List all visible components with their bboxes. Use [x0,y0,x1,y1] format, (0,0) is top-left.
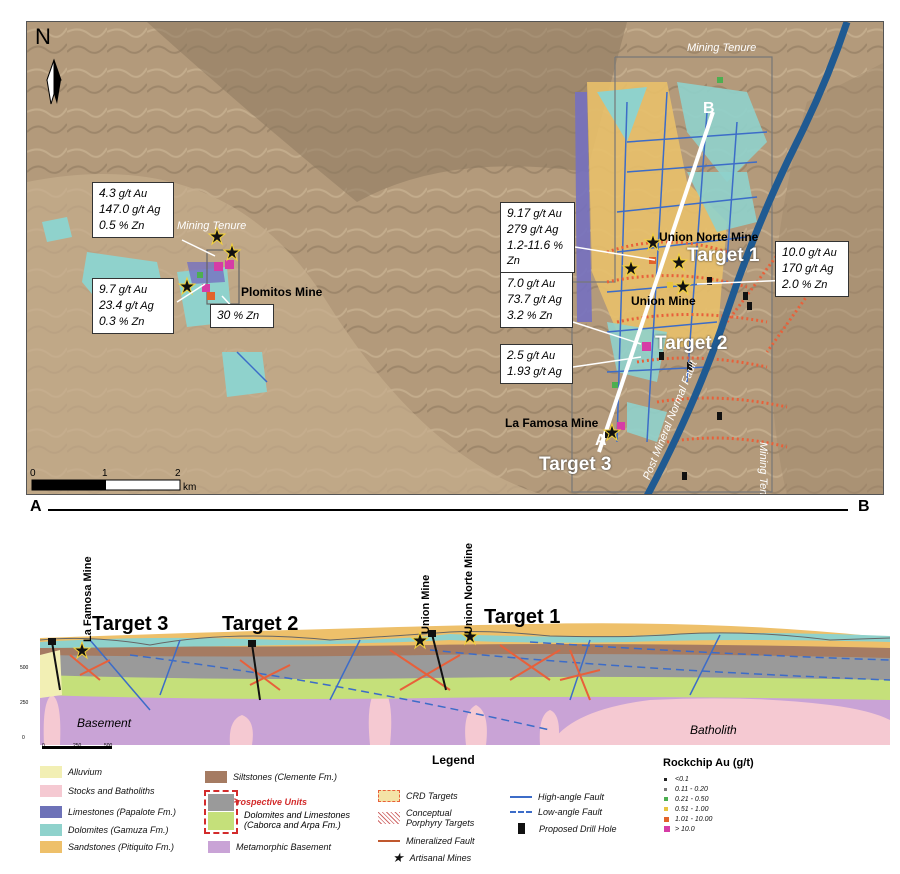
scale-tick-0: 0 [30,468,36,479]
high-angle-fault-icon [510,796,532,798]
basement-label: Basement [77,716,132,730]
section-target-2: Target 2 [222,613,299,635]
map-target-3: Target 3 [539,454,612,475]
legend-unit-metamorphic: Metamorphic Basement [208,841,331,853]
callout-target1: 10.0 g/t Au 170 g/t Ag 2.0 % Zn [775,241,849,297]
plomitos-mine-label: Plomitos Mine [241,285,323,299]
section-vertical-tick-0: 0 [22,735,25,741]
callout-target2-upper: 7.0 g/t Au 73.7 g/t Ag 3.2 % Zn [500,272,573,328]
cross-section [39,623,890,749]
map-scale-bar [31,479,181,491]
legend-unit-dolomites: Dolomites (Gamuza Fm.) [40,824,169,836]
legend-swatch [40,841,62,853]
legend-title: Legend [432,753,475,767]
section-scale-tick-250: 250 [73,743,82,749]
mineralized-fault-icon [378,840,400,842]
section-scale-tick-500: 500 [104,743,113,749]
scale-unit: km [183,482,197,493]
legend-unit-alluvium: Alluvium [40,766,102,778]
callout-plomitos-zn: 30 % Zn [210,304,274,328]
low-angle-fault-icon [510,811,532,813]
map-target-2: Target 2 [655,333,728,354]
scale-tick-2: 2 [175,468,181,479]
tenure-label-plomitos: Mining Tenure [177,220,247,232]
batholith-label: Batholith [690,723,737,737]
section-scale-tick-0: 0 [42,743,45,749]
tenure-label-north: Mining Tenure [687,42,757,54]
section-end-a-label: A [595,432,607,449]
rockchip-swatch [664,787,667,791]
satellite-map[interactable]: N Mining Tenure Mining Tenure Mining Ten… [26,21,884,495]
rockchip-swatch [664,797,668,801]
legend-unit-sandstones: Sandstones (Pitiquito Fm.) [40,841,174,853]
crd-icon [378,790,400,802]
legend-symbol-artisanal: ★ Artisanal Mines [392,850,472,865]
rockchip-swatch [664,807,668,811]
legend-swatch [40,806,62,818]
section-target-3: Target 3 [92,613,169,635]
section-label-a: A [30,498,42,515]
callout-plomitos-upper: 4.3 g/t Au 147.0 g/t Ag 0.5 % Zn [92,182,174,238]
north-label: N [35,24,51,49]
legend-swatch [208,812,234,830]
scale-tick-1: 1 [102,468,108,479]
legend-drill-hole: Proposed Drill Hole [518,823,617,834]
legend-swatch [208,794,234,811]
rockchip-swatch [664,826,670,832]
rockchip-title: Rockchip Au (g/t) [663,757,754,769]
rockchip-classes: <0.1 0.11 - 0.20 0.21 - 0.50 0.51 - 1.00… [664,774,712,834]
union-mine-label: Union Mine [631,294,696,308]
legend-symbol-mineralized-fault: Mineralized Fault [378,836,475,846]
star-icon: ★ [392,850,404,865]
la-famosa-mine-label: La Famosa Mine [505,416,599,430]
prospective-units-box [204,790,238,834]
section-union-mine: Union Mine [420,574,432,634]
section-vertical-tick-250: 250 [20,700,29,706]
section-vertical-tick-500: 500 [20,665,29,671]
rockchip-class-1: 0.11 - 0.20 [664,784,712,794]
legend-symbol-porphyry: Conceptual Porphyry Targets [378,808,476,828]
section-end-b-label: B [703,100,715,117]
section-target-1: Target 1 [484,606,561,628]
drill-hole-icon [518,823,525,834]
rockchip-class-5: > 10.0 [664,824,712,834]
legend-unit-stocks: Stocks and Batholiths [40,785,155,797]
rockchip-class-2: 0.21 - 0.50 [664,794,712,804]
north-arrow-icon [46,58,62,105]
rockchip-class-3: 0.51 - 1.00 [664,804,712,814]
section-union-norte-mine: Union Norte Mine [463,542,475,634]
section-la-famosa-mine: La Famosa Mine [82,556,94,642]
legend-swatch [40,785,62,797]
legend-unit-dolomites-limestones: Dolomites and Limestones (Caborca and Ar… [244,810,351,830]
legend-swatch [40,766,62,778]
legend-swatch [205,771,227,783]
legend-unit-limestones: Limestones (Papalote Fm.) [40,806,176,818]
prospective-units-label: Prospective Units [231,797,308,807]
callout-union-norte: 9.17 g/t Au 279 g/t Ag 1.2-11.6 % Zn [500,202,575,273]
rockchip-class-4: 1.01 - 10.00 [664,814,712,824]
legend-unit-siltstones: Siltstones (Clemente Fm.) [205,771,337,783]
legend-swatch [208,841,230,853]
map-target-1: Target 1 [687,245,760,266]
rockchip-swatch [664,816,669,822]
callout-plomitos-lower: 9.7 g/t Au 23.4 g/t Ag 0.3 % Zn [92,278,174,334]
union-norte-mine-label: Union Norte Mine [659,230,759,244]
map-graphics [27,22,883,494]
section-label-b: B [858,498,870,515]
legend-swatch [40,824,62,836]
callout-target2-lower: 2.5 g/t Au 1.93 g/t Ag [500,344,573,384]
tenure-label-east: Mining Tenure [757,442,769,495]
legend-symbol-crd: CRD Targets [378,790,458,802]
rockchip-swatch [664,777,667,781]
rockchip-class-0: <0.1 [664,774,712,784]
legend-high-angle-fault: High-angle Fault [510,792,604,802]
legend-low-angle-fault: Low-angle Fault [510,807,602,817]
porphyry-hatch-icon [378,812,400,824]
section-line [48,509,848,511]
